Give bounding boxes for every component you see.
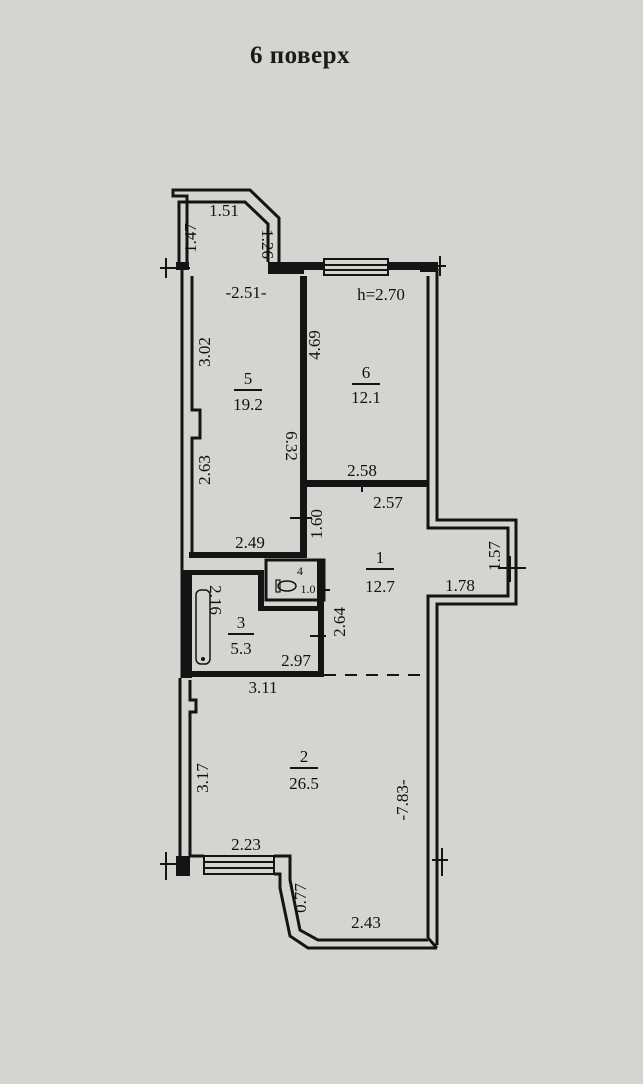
wall-bottom-left-cap [176,856,190,876]
dim-room5-bottom: 2.49 [235,533,265,552]
room-4-number: 4 [297,564,303,578]
toilet-icon [277,580,297,592]
wall-room2-left-inner [188,680,198,856]
door-markers [290,480,363,637]
dim-balcony-left: 1.47 [181,223,200,253]
dim-hall-right-width: 1.78 [445,576,475,595]
room-3-area: 5.3 [230,639,251,658]
dim-room5-left-upper: 3.02 [195,337,214,367]
wall-right-outer [435,268,518,945]
dim-room5-top: -2.51- [225,283,266,302]
dim-hall-top: 2.57 [373,493,403,512]
room-2-number: 2 [300,747,309,766]
wall-bay-outer [274,872,437,950]
dim-room5-left-lower: 2.63 [195,455,214,485]
dim-room6-bottom: 2.58 [347,461,377,480]
bathtub-icon [195,589,211,665]
dim-room2-window: 2.23 [231,835,261,854]
dim-room2-bay-side: 0.77 [291,883,310,913]
dim-room2-bottom: 2.43 [351,913,381,932]
window-room6 [323,258,389,276]
wall-bay-inner [274,854,428,942]
wall-room6-bottom [300,480,428,487]
wall-bath-step-h [258,606,324,611]
room-5-number: 5 [244,369,253,388]
dim-room5-right: 6.32 [282,431,301,461]
dim-hall-right-depth: 1.57 [485,541,504,571]
room-1-area: 12.7 [365,577,395,596]
dimension-labels: 1.51 1.47 1.26 -2.51- 3.02 2.63 6.32 2.4… [181,201,504,932]
room-5-area: 19.2 [233,395,263,414]
wall-toilet-right [317,560,324,606]
wall-left-inner [190,276,202,552]
wall-left-cap [176,262,189,270]
walls [160,188,526,950]
wall-room5-bottom [189,552,307,558]
dim-bath-right: 2.64 [330,607,349,637]
wall-right-cap [420,262,438,272]
dim-bath-bottom: 2.97 [281,651,311,670]
floor-title: 6 поверх [249,42,351,69]
dim-balcony-right: 1.26 [258,229,277,259]
room-6-area: 12.1 [351,388,381,407]
wall-hall-left [300,487,307,553]
dim-room6-left: 4.69 [305,330,324,360]
wall-bath-left [182,570,192,678]
room-6-number: 6 [362,363,371,382]
wall-top-inner-left [268,270,304,274]
axis-ticks [160,256,526,880]
dim-balcony-top: 1.51 [209,201,239,220]
dim-hall-left: 1.60 [307,509,326,539]
dim-room2-top: 3.11 [248,678,277,697]
room-3-number: 3 [237,613,246,632]
dim-room2-left: 3.17 [193,763,212,793]
dim-bath-left: 2.16 [206,585,225,615]
room-labels: 5 19.2 6 12.1 1 12.7 2 26.5 3 5.3 4 1.0 … [228,285,405,793]
wall-bath-right [318,606,324,676]
ceiling-height: h=2.70 [357,285,405,304]
balcony-inner [177,200,270,262]
balcony-outline [171,188,281,264]
room-4-area: 1.0 [301,582,316,596]
wall-bath-step [258,570,264,610]
wall-room5-room6 [300,276,307,486]
window-room2 [203,855,275,875]
wall-bath-bottom [182,671,324,677]
room-2-area: 26.5 [289,774,319,793]
dim-room2-right: -7.83- [393,779,412,820]
wall-bath-top [182,570,264,575]
room-1-number: 1 [376,548,385,567]
wall-right-inner [426,276,510,938]
